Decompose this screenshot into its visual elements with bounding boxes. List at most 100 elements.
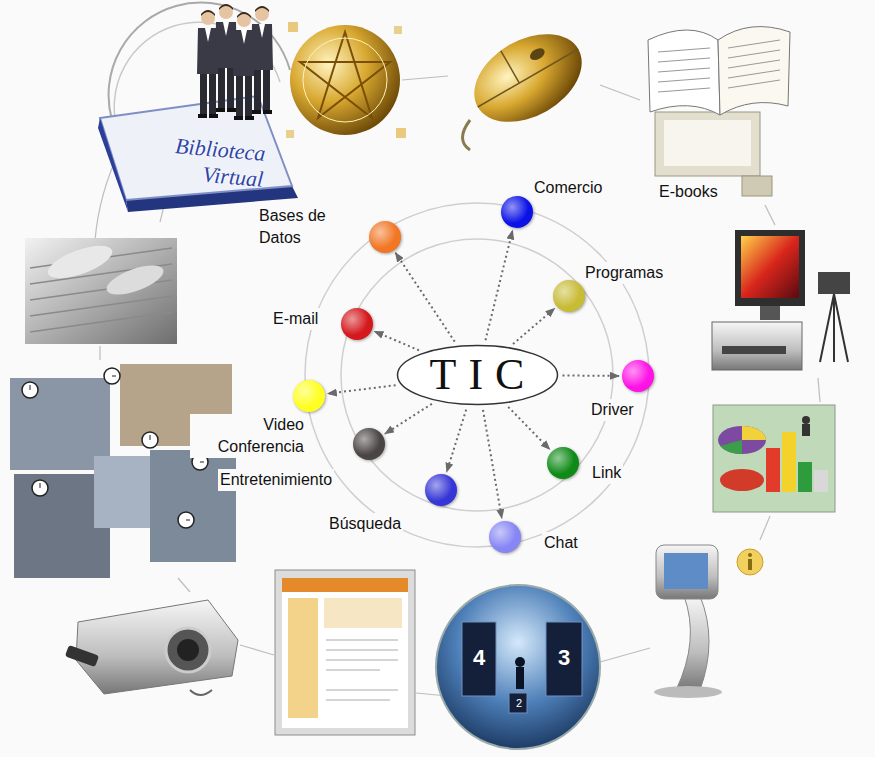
webpage-screen bbox=[282, 578, 408, 728]
dotted-arrow bbox=[447, 410, 467, 472]
ebook-icon bbox=[648, 30, 720, 115]
topic-label: E-mail bbox=[271, 308, 320, 330]
link-line bbox=[765, 205, 775, 225]
dotted-arrow bbox=[375, 331, 420, 350]
virtual-library-icon bbox=[251, 6, 273, 114]
topic-dot: E-mail bbox=[341, 308, 373, 340]
clocks-collage bbox=[150, 450, 236, 562]
webpage-screen bbox=[275, 570, 415, 735]
computer-icon bbox=[712, 322, 802, 370]
dotted-arrow bbox=[508, 407, 550, 450]
hub-ellipse: TIC bbox=[396, 344, 559, 406]
mouse-icon bbox=[459, 16, 597, 140]
chart-icon bbox=[718, 426, 766, 454]
clocks-collage bbox=[22, 368, 208, 528]
link-line bbox=[178, 578, 190, 592]
computer-icon bbox=[712, 230, 850, 370]
chart-icon bbox=[720, 469, 764, 491]
virtual-library-icon bbox=[98, 3, 298, 212]
topic-dot: Driver bbox=[622, 360, 654, 392]
kiosk-icon bbox=[664, 553, 708, 589]
ebook-icon bbox=[655, 112, 760, 176]
dotted-arrow bbox=[396, 253, 455, 342]
kiosk-icon bbox=[654, 686, 722, 698]
chart-icon bbox=[720, 440, 742, 454]
topic-label: Link bbox=[590, 462, 623, 484]
globe-icon bbox=[303, 38, 387, 122]
screens-photo bbox=[509, 693, 527, 713]
topic-dot: Comercio bbox=[501, 196, 533, 228]
picture-text: 2 bbox=[514, 696, 524, 710]
webpage-screen bbox=[275, 570, 415, 735]
picture-text: E-books bbox=[657, 181, 720, 203]
dotted-arrow bbox=[328, 385, 396, 393]
ellipse-shape bbox=[397, 346, 557, 405]
globe-icon bbox=[288, 22, 298, 32]
topic-dot: Chat bbox=[489, 521, 521, 553]
topic-label: Entretenimiento bbox=[218, 469, 334, 491]
dotted-arrow bbox=[486, 231, 513, 341]
globe-icon bbox=[300, 32, 390, 118]
globe-icon bbox=[286, 130, 294, 138]
projector-icon bbox=[76, 600, 238, 694]
orbit-ring bbox=[305, 203, 649, 547]
topic-dot: Link bbox=[547, 447, 579, 479]
topic-dot: Programas bbox=[553, 280, 585, 312]
kiosk-icon bbox=[748, 553, 752, 557]
chart-icon bbox=[713, 405, 835, 512]
orbit-ring bbox=[341, 239, 613, 511]
picture-text: 4 bbox=[471, 645, 487, 671]
orbit-ring bbox=[305, 203, 649, 547]
clocks-collage bbox=[10, 364, 236, 578]
mouse-icon bbox=[528, 46, 547, 63]
projector-icon bbox=[166, 628, 210, 672]
kiosk-icon bbox=[748, 559, 752, 570]
globe-icon bbox=[290, 25, 400, 135]
keyboard-photo bbox=[25, 238, 177, 344]
ebook-icon bbox=[648, 27, 790, 196]
chart-icon bbox=[742, 426, 766, 440]
link-line bbox=[600, 85, 640, 100]
keyboard-photo bbox=[25, 238, 177, 344]
dotted-arrow bbox=[513, 308, 555, 344]
projector-icon bbox=[65, 645, 99, 667]
mouse-icon bbox=[463, 120, 471, 150]
link-line bbox=[818, 378, 820, 402]
screens-photo bbox=[515, 657, 525, 667]
link-line bbox=[760, 516, 770, 540]
kiosk-icon bbox=[676, 596, 709, 690]
webpage-screen bbox=[324, 598, 402, 628]
ebook-icon bbox=[728, 40, 780, 88]
computer-icon bbox=[818, 272, 850, 294]
ebook-icon bbox=[718, 27, 790, 115]
projector-icon bbox=[65, 600, 238, 695]
picture-text: Biblioteca Virtual bbox=[135, 130, 268, 193]
ebook-icon bbox=[742, 176, 772, 196]
topic-label: Búsqueda bbox=[327, 513, 403, 535]
mouse-icon bbox=[459, 16, 597, 140]
chart-icon bbox=[766, 448, 780, 492]
topic-label: Chat bbox=[542, 532, 580, 554]
keyboard-photo bbox=[103, 259, 167, 300]
clocks-collage bbox=[30, 376, 204, 520]
topic-dot: Bases de Datos bbox=[369, 221, 401, 253]
chart-icon bbox=[802, 416, 810, 424]
webpage-screen bbox=[326, 640, 398, 700]
globe-icon bbox=[396, 128, 406, 138]
screens-photo bbox=[462, 622, 496, 696]
kiosk-icon bbox=[656, 545, 718, 599]
chart-icon bbox=[798, 462, 812, 492]
topic-label: Driver bbox=[589, 399, 636, 421]
hub-label: TIC bbox=[418, 353, 537, 397]
link-line bbox=[402, 76, 448, 80]
topic-dot: Video Conferencia bbox=[293, 380, 325, 412]
kiosk-icon bbox=[737, 549, 763, 575]
computer-icon bbox=[820, 294, 848, 362]
topic-label: Bases de Datos bbox=[257, 205, 347, 249]
link-line bbox=[600, 648, 650, 662]
chart-icon bbox=[713, 405, 835, 512]
topic-label: Video Conferencia bbox=[190, 414, 306, 458]
chart-icon bbox=[782, 432, 796, 492]
ebook-icon bbox=[658, 48, 710, 92]
